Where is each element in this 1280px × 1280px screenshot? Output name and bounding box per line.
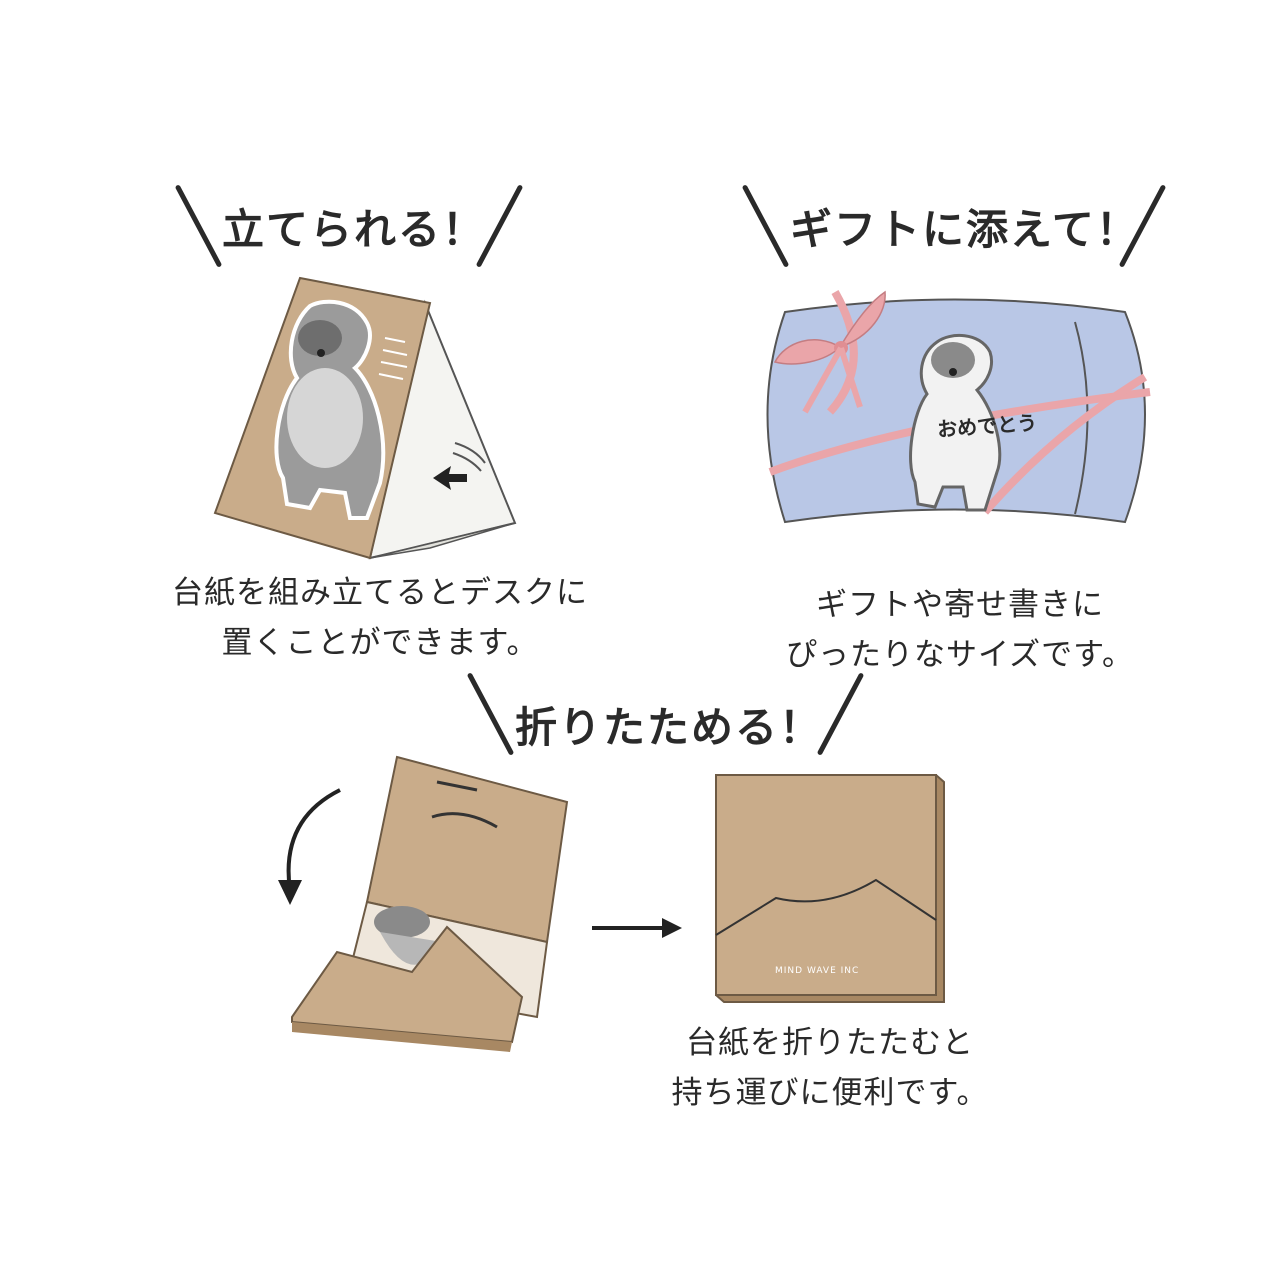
gift-caption-line1: ギフトや寄せ書きに xyxy=(816,587,1104,623)
stand-base-fold xyxy=(369,522,516,559)
heading-slash-left xyxy=(174,184,223,268)
gift-caption-line2: ぴったりなサイズです。 xyxy=(786,637,1134,673)
gift-heading: ギフトに添えて！ xyxy=(790,205,1140,254)
fold-caption-line1: 台紙を折りたたむと xyxy=(686,1025,974,1061)
heading-slash-right xyxy=(816,672,865,756)
stand-caption-line2: 置くことができます。 xyxy=(221,625,539,661)
stand-caption-line1: 台紙を組み立てるとデスクに xyxy=(172,575,588,611)
ribbon-bow xyxy=(773,290,886,365)
stand-caption: 台紙を組み立てるとデスクに 置くことができます。 xyxy=(100,568,660,668)
insert-arrow-icon xyxy=(433,466,467,490)
gift-caption: ギフトや寄せ書きに ぴったりなサイズです。 xyxy=(720,580,1200,680)
gift-illustration xyxy=(766,290,1151,524)
stand-heading: 立てられる！ xyxy=(222,205,487,254)
fold-heading: 折りたためる！ xyxy=(515,703,824,752)
heading-slash-left xyxy=(466,672,515,756)
heading-slash-left xyxy=(741,184,790,268)
brand-mark: MIND WAVE INC xyxy=(775,966,860,976)
fold-curved-arrow-icon xyxy=(278,788,341,905)
fold-open-card xyxy=(291,755,569,1052)
card-front-face xyxy=(715,774,937,996)
dog-note xyxy=(909,333,1002,512)
fold-caption: 台紙を折りたたむと 持ち運びに便利です。 xyxy=(600,1018,1060,1118)
fold-right-arrow-icon xyxy=(592,918,682,938)
fold-caption-line2: 持ち運びに便利です。 xyxy=(671,1075,989,1111)
stand-illustration xyxy=(213,276,517,560)
fold-closed-card xyxy=(715,774,945,1003)
